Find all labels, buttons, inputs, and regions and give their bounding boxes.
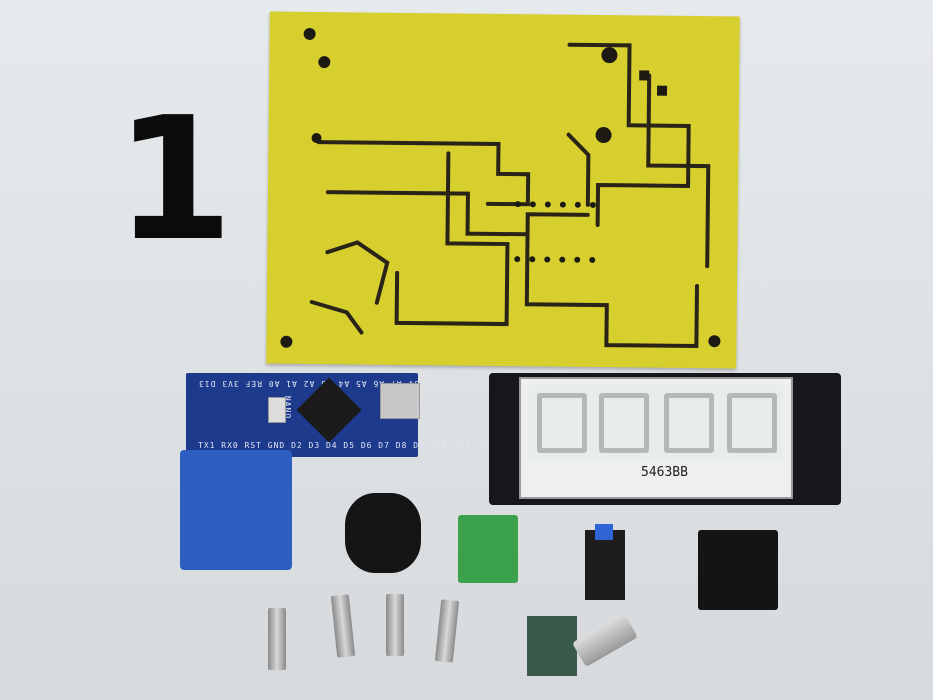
display-part-number: 5463BB bbox=[641, 465, 688, 480]
mini-usb-port bbox=[380, 383, 420, 419]
screw-terminal bbox=[458, 515, 518, 583]
digit-1 bbox=[537, 393, 587, 453]
step-number: 1 bbox=[115, 81, 234, 279]
nano-top-pin-labels: VIN GND RST 5V A7 A6 A5 A4 A3 A2 A1 A0 R… bbox=[198, 379, 489, 388]
rotary-encoder bbox=[527, 596, 638, 686]
seven-segment-display-module: 5463BB bbox=[489, 373, 841, 505]
dc-power-jack bbox=[698, 530, 778, 610]
pcb-board bbox=[266, 11, 740, 369]
buzzer bbox=[345, 493, 421, 573]
pcb-traces bbox=[280, 27, 721, 349]
display-face: 5463BB bbox=[519, 377, 793, 499]
spacer-1 bbox=[268, 608, 286, 670]
spacer-3 bbox=[386, 594, 404, 656]
digit-4 bbox=[727, 393, 777, 453]
arduino-nano: VIN GND RST 5V A7 A6 A5 A4 A3 A2 A1 A0 R… bbox=[186, 373, 494, 457]
digit-2 bbox=[599, 393, 649, 453]
reset-button bbox=[268, 397, 286, 423]
switch-cap bbox=[595, 524, 613, 540]
push-button-switch bbox=[585, 524, 625, 600]
encoder-body bbox=[527, 616, 577, 676]
digit-3 bbox=[664, 393, 714, 453]
relay bbox=[180, 450, 292, 570]
digit-area bbox=[529, 385, 783, 461]
encoder-shaft bbox=[572, 612, 638, 668]
nano-bottom-pin-labels: TX1 RX0 RST GND D2 D3 D4 D5 D6 D7 D8 D9 … bbox=[198, 441, 495, 450]
